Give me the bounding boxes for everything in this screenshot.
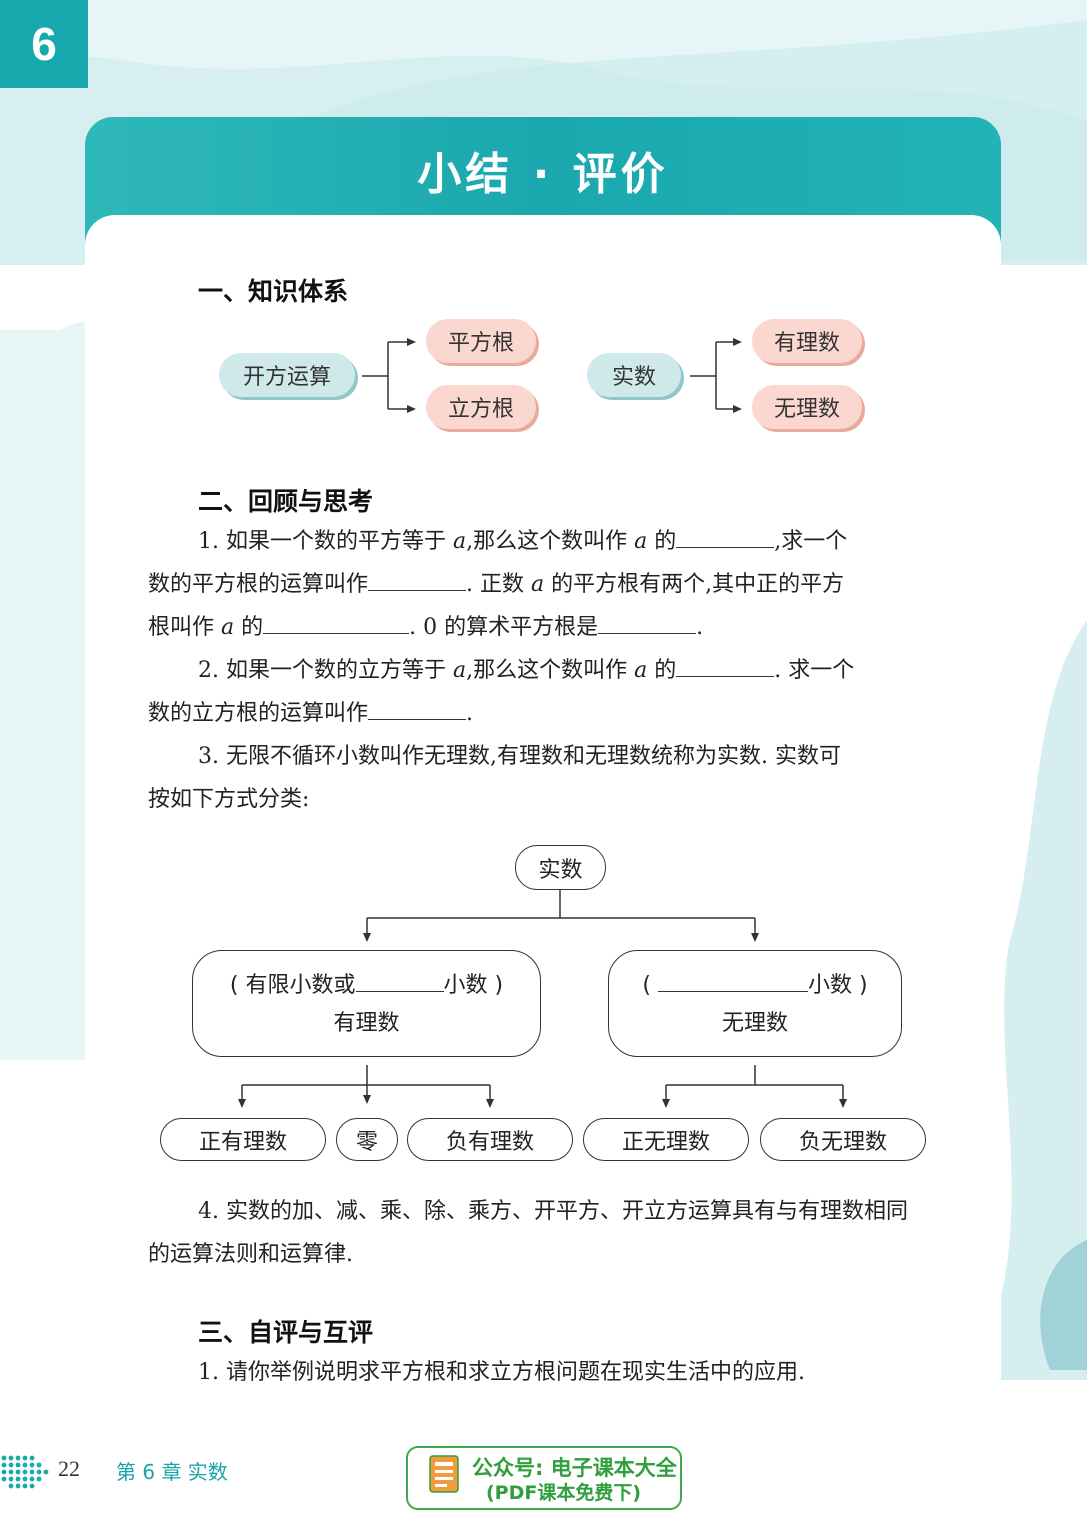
blank-square-root[interactable] [676,521,775,548]
blank-irrational-decimal[interactable] [658,965,808,992]
blank-cube-root[interactable] [676,650,775,677]
map-node-irrational: 无理数 [752,385,862,429]
watermark-line1: 公众号: 电子课本大全 [472,1456,677,1480]
page-number: 22 [58,1456,80,1481]
tree-irrational-box: ( 小数 ) 无理数 [608,950,902,1057]
self-eval-question-1: 1. 请你举例说明求平方根和求立方根问题在现实生活中的应用. [198,1360,805,1385]
review-question-3: 3. 无限不循环小数叫作无理数,有理数和无理数统称为实数. 实数可 按如下方式分… [148,744,841,812]
tree-leaf-positive-rational: 正有理数 [160,1118,326,1161]
map-node-square-root: 平方根 [426,319,536,363]
tree-leaf-positive-irrational: 正无理数 [583,1118,749,1161]
map-node-cube-root: 立方根 [426,385,536,429]
blank-cube-root-operation[interactable] [368,693,467,720]
review-question-4: 4. 实数的加、减、乘、除、乘方、开平方、开立方运算具有与有理数相同 的运算法则… [148,1199,908,1267]
tree-leaf-zero: 零 [336,1118,398,1161]
blank-root-of-zero[interactable] [598,607,697,634]
watermark-line2: (PDF课本免费下) [486,1482,642,1504]
blank-rational-decimal[interactable] [355,965,444,992]
footer-dots-icon [1,1455,49,1489]
section2-heading: 二、回顾与思考 [198,487,374,516]
map-node-kaifang: 开方运算 [219,353,355,397]
section3-heading: 三、自评与互评 [198,1318,374,1347]
footer-chapter-label: 第 6 章 实数 [116,1460,228,1484]
blank-arithmetic-root[interactable] [263,607,410,634]
chapter-number-tab: 6 [0,0,88,88]
tree-rational-label: 有理数 [333,1010,400,1036]
tree-rational-box: ( 有限小数或小数 ) 有理数 [192,950,541,1057]
page-title: 小结 · 评价 [417,149,669,200]
section1-heading: 一、知识体系 [198,277,349,306]
tree-root-real-numbers: 实数 [515,845,606,890]
tree-leaf-negative-rational: 负有理数 [407,1118,573,1161]
book-icon [429,1455,459,1493]
review-question-1: 1. 如果一个数的平方等于 a,那么这个数叫作 a 的,求一个 数的平方根的运算… [148,520,948,649]
tree-irrational-label: 无理数 [721,1010,788,1036]
review-question-2: 2. 如果一个数的立方等于 a,那么这个数叫作 a 的. 求一个 数的立方根的运… [148,649,948,735]
blank-square-root-operation[interactable] [368,564,467,591]
tree-leaf-negative-irrational: 负无理数 [760,1118,926,1161]
map-node-rational: 有理数 [752,319,862,363]
watermark-badge: 公众号: 电子课本大全 (PDF课本免费下) [406,1446,682,1510]
map-node-real-numbers: 实数 [587,353,681,397]
